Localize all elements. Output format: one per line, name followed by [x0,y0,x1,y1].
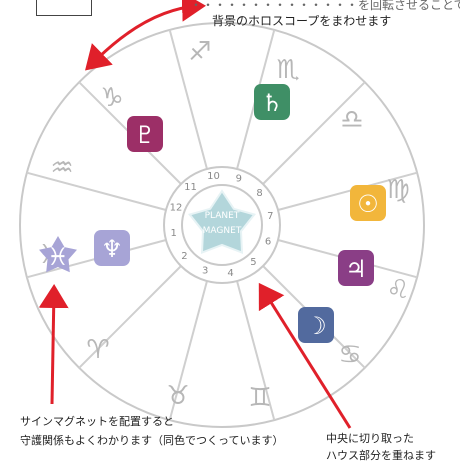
saturn-magnet-icon[interactable]: ♄ [254,84,290,120]
svg-text:♄: ♄ [261,89,283,117]
gemini-icon: ♊ [248,383,271,413]
top-caption-line1: ・・・・・・・・・・・・・・を回転させることで [190,0,460,12]
leo-icon: ♌ [386,275,409,305]
aquarius-icon: ♒ [50,153,73,183]
house-number: 9 [236,173,242,184]
bottom-left-caption-line2: 守護関係もよくわかります（同色でつくっています） [20,434,284,447]
planet-magnet-star [187,189,257,254]
neptune-magnet-icon[interactable]: ♆ [94,230,130,266]
center-overlay-arrow [258,282,352,429]
house-number: 6 [265,236,271,247]
sector-divider [262,81,366,185]
house-number: 2 [181,251,187,262]
virgo-icon: ♍ [386,175,409,205]
svg-text:☽: ☽ [305,312,327,340]
top-caption-line2: 背景のホロスコープをまわせます [212,14,392,28]
pisces-magnet-icon[interactable]: ♓ [39,236,77,273]
house-number: 10 [207,171,220,182]
svg-text:☉: ☉ [357,190,379,218]
pluto-magnet-icon[interactable]: ♇ [127,116,163,152]
sector-divider [78,265,182,369]
house-number: 11 [184,182,197,193]
house-number: 12 [170,203,183,214]
capricorn-icon: ♑ [100,83,123,113]
house-number: 3 [202,266,208,277]
sign-magnet-arrow [38,284,69,405]
sun-magnet-icon[interactable]: ☉ [350,185,386,221]
house-number: 4 [227,268,233,279]
house-number: 8 [256,188,262,199]
cancer-icon: ♋ [338,340,361,370]
house-number: 7 [267,211,273,222]
svg-text:♓: ♓ [47,243,69,271]
sector-divider [236,280,276,421]
svg-text:♇: ♇ [134,121,156,149]
bottom-right-caption-line1: 中央に切り取った [326,432,414,445]
house-number: 5 [250,257,256,268]
bottom-left-caption-line1: サインマグネットを配置すると [20,415,174,428]
center-label-2: MAGNET [203,226,242,236]
aries-icon: ♈ [86,335,109,365]
sector-divider [168,280,208,421]
jupiter-magnet-icon[interactable]: ♃ [338,250,374,286]
svg-text:♆: ♆ [101,235,123,263]
center-label-1: PLANET [205,211,240,221]
moon-magnet-icon[interactable]: ☽ [298,307,334,343]
sagittarius-icon: ♐ [188,37,211,67]
bottom-right-caption-line2: ハウス部分を重ねます [326,449,436,462]
taurus-icon: ♉ [166,381,189,411]
rotate-arrow [85,0,206,71]
scorpio-icon: ♏ [276,55,299,85]
sector-divider [26,171,167,211]
svg-text:♃: ♃ [345,255,367,283]
house-number: 1 [171,228,177,239]
libra-icon: ♎ [340,105,363,135]
figure-label-box [36,0,92,16]
sector-divider [277,171,418,211]
